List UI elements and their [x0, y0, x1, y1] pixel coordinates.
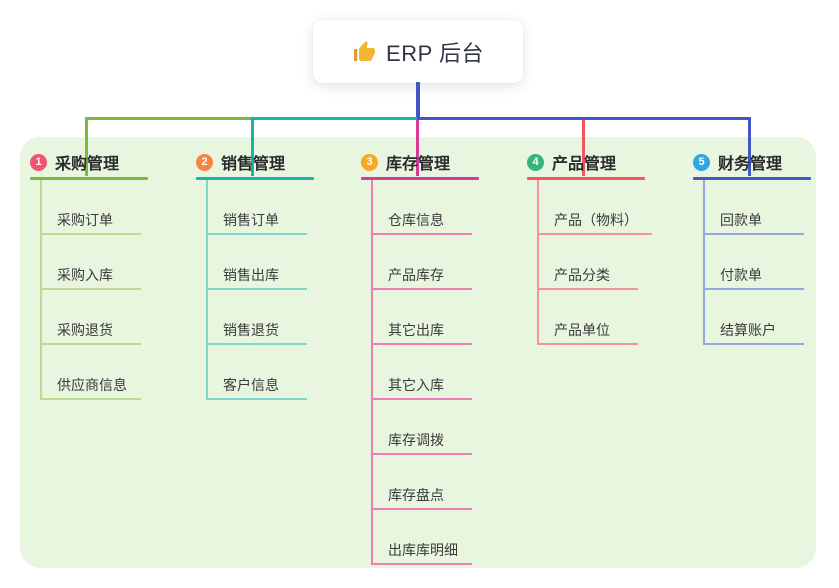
- leaf-node[interactable]: 采购退货: [42, 290, 141, 345]
- leaf-node[interactable]: 出库库明细: [373, 510, 472, 565]
- leaf-node[interactable]: 库存调拨: [373, 400, 472, 455]
- connector-drop-inventory: [416, 120, 419, 176]
- thumbs-up-icon: [354, 40, 376, 61]
- leaf-node[interactable]: 销售出库: [208, 235, 307, 290]
- branch-label-finance: 财务管理: [718, 156, 783, 173]
- leaf-node[interactable]: 产品分类: [539, 235, 638, 290]
- branch-subtree-product: 产品（物料） 产品分类 产品单位: [537, 180, 652, 345]
- root-label: ERP 后台: [386, 40, 484, 66]
- branch-subtree-inventory: 仓库信息 产品库存 其它出库 其它入库 库存调拨 库存盘点 出库库明细: [371, 180, 472, 565]
- leaf-node[interactable]: 客户信息: [208, 345, 307, 400]
- connector-root-drop: [416, 82, 420, 120]
- branch-subtree-sales: 销售订单 销售出库 销售退货 客户信息: [206, 180, 307, 400]
- branch-node-purchase[interactable]: 1 采购管理: [30, 150, 148, 174]
- branch-node-inventory[interactable]: 3 库存管理: [361, 150, 479, 174]
- branch-label-product: 产品管理: [552, 156, 617, 173]
- branch-badge-1: 1: [30, 153, 47, 171]
- branch-underline: [361, 177, 479, 180]
- branch-product: 4 产品管理 产品（物料） 产品分类 产品单位: [527, 150, 652, 345]
- root-node[interactable]: ERP 后台: [313, 20, 523, 83]
- leaf-node[interactable]: 付款单: [705, 235, 804, 290]
- branch-badge-3: 3: [361, 153, 378, 171]
- branch-badge-4: 4: [527, 153, 544, 171]
- leaf-node[interactable]: 库存盘点: [373, 455, 472, 510]
- leaf-node[interactable]: 结算账户: [705, 290, 804, 345]
- branch-node-finance[interactable]: 5 财务管理: [693, 150, 811, 174]
- leaf-node[interactable]: 回款单: [705, 180, 804, 235]
- connector-bus-blue: [417, 117, 751, 120]
- connector-drop-sales: [251, 117, 254, 176]
- branch-node-sales[interactable]: 2 销售管理: [196, 150, 314, 174]
- branch-finance: 5 财务管理 回款单 付款单 结算账户: [693, 150, 811, 345]
- branch-subtree-finance: 回款单 付款单 结算账户: [703, 180, 804, 345]
- leaf-node[interactable]: 产品（物料）: [539, 180, 652, 235]
- branch-subtree-purchase: 采购订单 采购入库 采购退货 供应商信息: [40, 180, 141, 400]
- connector-drop-product: [582, 120, 585, 176]
- branch-label-sales: 销售管理: [221, 156, 286, 173]
- branch-underline: [30, 177, 148, 180]
- connector-drop-finance: [748, 117, 751, 176]
- connector-bus-teal: [253, 117, 417, 120]
- branch-badge-2: 2: [196, 153, 213, 171]
- mindmap-panel: [20, 137, 816, 568]
- branch-sales: 2 销售管理 销售订单 销售出库 销售退货 客户信息: [196, 150, 314, 400]
- branch-underline: [196, 177, 314, 180]
- leaf-node[interactable]: 采购入库: [42, 235, 141, 290]
- branch-node-product[interactable]: 4 产品管理: [527, 150, 645, 174]
- leaf-node[interactable]: 产品单位: [539, 290, 638, 345]
- connector-drop-purchase: [85, 117, 88, 176]
- leaf-node[interactable]: 仓库信息: [373, 180, 472, 235]
- leaf-node[interactable]: 采购订单: [42, 180, 141, 235]
- branch-underline: [693, 177, 811, 180]
- leaf-node[interactable]: 销售订单: [208, 180, 307, 235]
- leaf-node[interactable]: 销售退货: [208, 290, 307, 345]
- branch-purchase: 1 采购管理 采购订单 采购入库 采购退货 供应商信息: [30, 150, 148, 400]
- leaf-node[interactable]: 产品库存: [373, 235, 472, 290]
- branch-label-purchase: 采购管理: [55, 156, 120, 173]
- branch-badge-5: 5: [693, 153, 710, 171]
- leaf-node[interactable]: 其它入库: [373, 345, 472, 400]
- branch-underline: [527, 177, 645, 180]
- leaf-node[interactable]: 供应商信息: [42, 345, 141, 400]
- branch-inventory: 3 库存管理 仓库信息 产品库存 其它出库 其它入库 库存调拨 库存盘点 出库库…: [361, 150, 479, 565]
- leaf-node[interactable]: 其它出库: [373, 290, 472, 345]
- branch-label-inventory: 库存管理: [386, 156, 451, 173]
- connector-bus-green: [85, 117, 253, 120]
